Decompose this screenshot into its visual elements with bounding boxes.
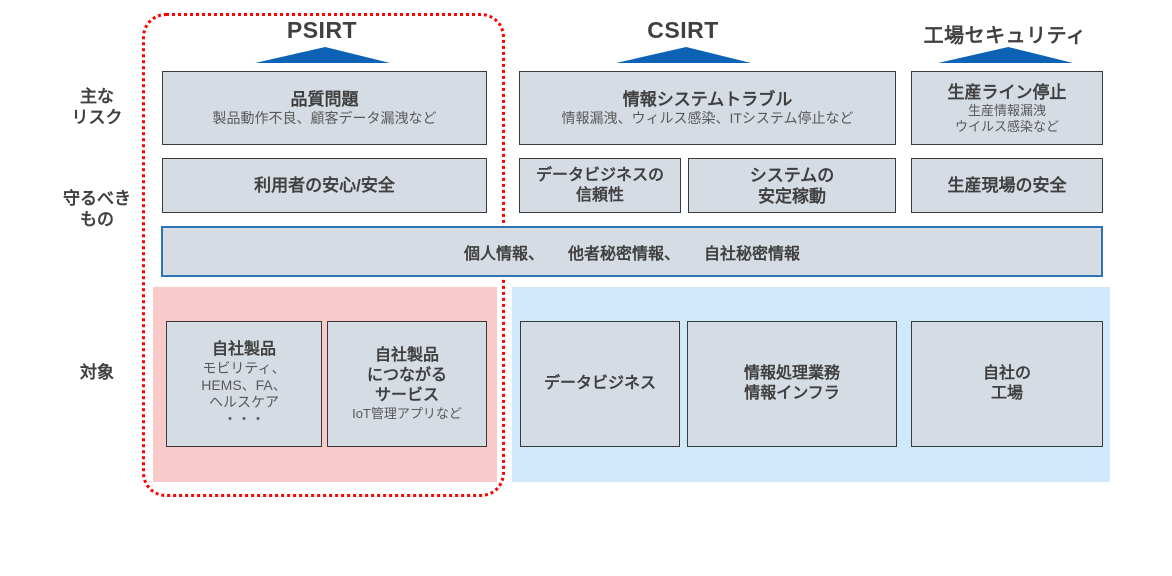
risk-desc: 生産情報漏洩 ウイルス感染など	[954, 102, 1059, 134]
column-header-csirt: CSIRT	[647, 17, 719, 43]
risk-box-factory: 生産ライン停止 生産情報漏洩 ウイルス感染など	[911, 71, 1103, 145]
protect-label: 利用者の安心/安全	[254, 176, 395, 195]
protect-box-system: システムの 安定稼動	[688, 158, 896, 213]
protect-box-users: 利用者の安心/安全	[162, 158, 487, 213]
target-box-own-factory: 自社の 工場	[911, 321, 1103, 447]
target-title: 情報処理業務 情報インフラ	[743, 365, 840, 402]
target-box-info-processing: 情報処理業務 情報インフラ	[687, 321, 897, 447]
protect-box-production: 生産現場の安全	[911, 158, 1103, 213]
target-box-services: 自社製品 につながる サービス IoT管理アプリなど	[327, 321, 487, 447]
side-label-main-risks: 主な リスク	[71, 87, 123, 127]
risk-box-csirt: 情報システムトラブル 情報漏洩、ウィルス感染、ITシステム停止など	[519, 71, 896, 145]
protect-label: データビジネスの 信頼性	[535, 166, 664, 204]
factory-triangle-icon	[938, 47, 1073, 63]
target-desc: IoT管理アプリなど	[352, 406, 462, 421]
csirt-triangle-icon	[616, 47, 751, 63]
risk-box-psirt: 品質問題 製品動作不良、顧客データ漏洩など	[162, 71, 487, 145]
risk-desc: 情報漏洩、ウィルス感染、ITシステム停止など	[561, 110, 854, 126]
risk-title: 生産ライン停止	[947, 82, 1067, 102]
target-title: データビジネス	[543, 375, 656, 392]
protect-box-data-business: データビジネスの 信頼性	[519, 158, 681, 213]
target-box-own-products: 自社製品 モビリティ、 HEMS、FA、 ヘルスケア ・・・	[166, 321, 322, 447]
target-title: 自社製品 につながる サービス	[366, 347, 447, 404]
protect-label: 生産現場の安全	[947, 176, 1067, 195]
target-box-data-business: データビジネス	[520, 321, 680, 447]
risk-title: 品質問題	[290, 90, 359, 109]
protect-label: システムの 安定稼動	[749, 165, 835, 206]
psirt-triangle-icon	[255, 47, 390, 63]
target-title: 自社製品	[211, 341, 276, 358]
shared-information-bar: 個人情報、 他者秘密情報、 自社秘密情報	[161, 226, 1103, 277]
column-header-factory-security: 工場セキュリティ	[923, 25, 1087, 47]
target-title: 自社の 工場	[982, 365, 1031, 402]
shared-information-label: 個人情報、 他者秘密情報、 自社秘密情報	[463, 245, 800, 263]
target-desc: モビリティ、 HEMS、FA、 ヘルスケア ・・・	[201, 360, 287, 427]
side-label-target: 対象	[80, 363, 114, 382]
risk-title: 情報システムトラブル	[622, 90, 793, 109]
risk-desc: 製品動作不良、顧客データ漏洩など	[212, 110, 437, 126]
column-header-psirt: PSIRT	[286, 17, 358, 43]
side-label-things-to-protect: 守るべき もの	[63, 189, 131, 229]
